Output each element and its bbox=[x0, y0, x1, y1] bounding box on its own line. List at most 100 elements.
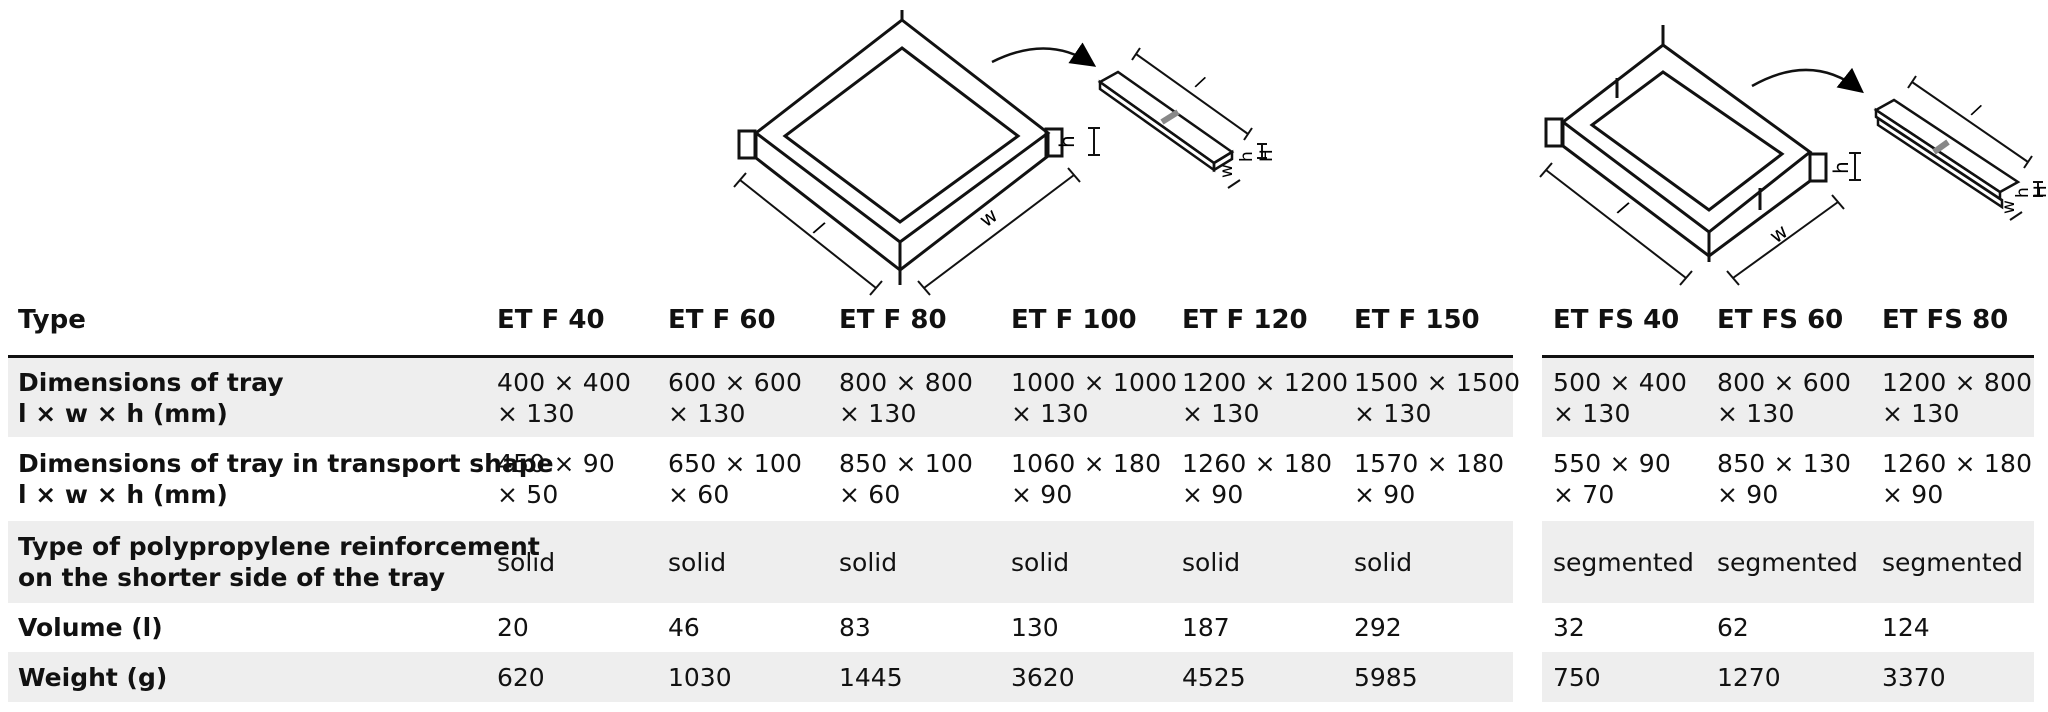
row-label-line: Dimensions of tray in transport shape bbox=[18, 449, 554, 478]
row-label-line: on the shorter side of the tray bbox=[18, 563, 446, 592]
row-label-line: l × w × h (mm) bbox=[18, 399, 228, 428]
tray-drawings: l w h l w h H bbox=[733, 10, 2048, 296]
row-band-reinforcement-fs bbox=[1542, 521, 2034, 603]
cell-line: × 50 bbox=[497, 480, 559, 509]
table-cell: 850 × 100× 60 bbox=[839, 448, 973, 510]
table-cell: 800 × 800× 130 bbox=[839, 367, 973, 429]
cell-line: × 60 bbox=[839, 480, 901, 509]
cell-line: 600 × 600 bbox=[668, 368, 803, 397]
table-cell: 850 × 130× 90 bbox=[1717, 448, 1851, 510]
cell-line: × 90 bbox=[1011, 480, 1073, 509]
cell-line: 1200 × 1200 bbox=[1182, 368, 1349, 397]
row-band-dimensions bbox=[8, 358, 1513, 437]
row-label-reinforcement: Type of polypropylene reinforcement on t… bbox=[18, 531, 540, 593]
header-model: ET F 60 bbox=[668, 305, 776, 335]
table-cell: 500 × 400× 130 bbox=[1553, 367, 1687, 429]
table-cell: 1000 × 1000× 130 bbox=[1011, 367, 1177, 429]
cell-line: × 130 bbox=[1553, 399, 1631, 428]
table-cell: 1500 × 1500× 130 bbox=[1354, 367, 1520, 429]
cell-line: 1060 × 180 bbox=[1011, 449, 1162, 478]
cell-line: 1260 × 180 bbox=[1882, 449, 2033, 478]
segmented-transform-arrow bbox=[1751, 67, 1864, 94]
table-cell: 4525 bbox=[1182, 663, 1246, 692]
segmented-tray-height-label: h bbox=[1829, 161, 1853, 174]
flat-tray-transport-drawing bbox=[1097, 47, 1267, 189]
table-cell: 620 bbox=[497, 663, 545, 692]
header-model: ET FS 40 bbox=[1553, 305, 1680, 335]
table-cell: 5985 bbox=[1354, 663, 1418, 692]
header-model: ET F 40 bbox=[497, 305, 605, 335]
cell-line: × 130 bbox=[1011, 399, 1089, 428]
table-cell: 187 bbox=[1182, 613, 1230, 642]
cell-line: 800 × 600 bbox=[1717, 368, 1852, 397]
segmented-transport-height2-label: H bbox=[2031, 185, 2048, 198]
cell-line: × 130 bbox=[839, 399, 917, 428]
table-cell: 1060 × 180× 90 bbox=[1011, 448, 1161, 510]
table-cell: 600 × 600× 130 bbox=[668, 367, 802, 429]
table-cell: 1200 × 1200× 130 bbox=[1182, 367, 1348, 429]
table-cell: 46 bbox=[668, 613, 700, 642]
cell-line: 1200 × 800 bbox=[1882, 368, 2033, 397]
segmented-tray-transport-drawing bbox=[1873, 75, 2043, 221]
cell-line: 450 × 90 bbox=[497, 449, 615, 478]
flat-tray-drawing bbox=[733, 10, 1100, 296]
header-rule-left bbox=[8, 355, 1513, 358]
cell-line: × 130 bbox=[1182, 399, 1260, 428]
table-cell: 83 bbox=[839, 613, 871, 642]
segmented-tray-drawing bbox=[1539, 25, 1861, 286]
table-cell: 20 bbox=[497, 613, 529, 642]
table-cell: segmented bbox=[1553, 548, 1694, 577]
table-cell: 292 bbox=[1354, 613, 1402, 642]
table-cell: 3370 bbox=[1882, 663, 1946, 692]
cell-line: × 130 bbox=[668, 399, 746, 428]
flat-transport-height2-label: H bbox=[1257, 149, 1277, 162]
row-label-line: Type of polypropylene reinforcement bbox=[18, 532, 540, 561]
cell-line: × 130 bbox=[1882, 399, 1960, 428]
header-model: ET FS 60 bbox=[1717, 305, 1844, 335]
cell-line: 1260 × 180 bbox=[1182, 449, 1333, 478]
segmented-tray-width-label: w bbox=[1765, 219, 1792, 248]
cell-line: 1570 × 180 bbox=[1354, 449, 1505, 478]
row-band-dimensions-fs bbox=[1542, 358, 2034, 437]
header-model: ET F 100 bbox=[1011, 305, 1137, 335]
table-cell: 1030 bbox=[668, 663, 732, 692]
segmented-transport-length-label: l bbox=[1967, 101, 1983, 121]
header-model: ET F 80 bbox=[839, 305, 947, 335]
cell-line: × 60 bbox=[668, 480, 730, 509]
header-model: ET FS 80 bbox=[1882, 305, 2009, 335]
table-cell: 400 × 400× 130 bbox=[497, 367, 631, 429]
cell-line: × 90 bbox=[1882, 480, 1944, 509]
flat-transform-arrow bbox=[991, 42, 1097, 67]
cell-line: 550 × 90 bbox=[1553, 449, 1671, 478]
cell-line: × 70 bbox=[1553, 480, 1615, 509]
flat-transport-height-label: h bbox=[1237, 151, 1257, 162]
table-cell: 1200 × 800× 130 bbox=[1882, 367, 2032, 429]
table-cell: 1260 × 180× 90 bbox=[1182, 448, 1332, 510]
cell-line: 650 × 100 bbox=[668, 449, 803, 478]
row-label-dimensions: Dimensions of tray l × w × h (mm) bbox=[18, 367, 284, 429]
table-cell: solid bbox=[1354, 548, 1413, 577]
table-cell: 1570 × 180× 90 bbox=[1354, 448, 1504, 510]
row-band-weight-fs bbox=[1542, 652, 2034, 702]
flat-tray-length-label: l bbox=[809, 217, 829, 240]
table-cell: solid bbox=[1011, 548, 1070, 577]
table-cell: solid bbox=[497, 548, 556, 577]
segmented-tray-length-label: l bbox=[1613, 197, 1633, 220]
cell-line: × 90 bbox=[1182, 480, 1244, 509]
table-cell: 750 bbox=[1553, 663, 1601, 692]
header-model: ET F 120 bbox=[1182, 305, 1308, 335]
flat-transport-length-label: l bbox=[1191, 73, 1207, 93]
header-type: Type bbox=[18, 305, 86, 335]
cell-line: × 130 bbox=[497, 399, 575, 428]
cell-line: 400 × 400 bbox=[497, 368, 632, 397]
table-cell: 32 bbox=[1553, 613, 1585, 642]
row-label-volume: Volume (l) bbox=[18, 613, 163, 642]
table-cell: solid bbox=[1182, 548, 1241, 577]
cell-line: 500 × 400 bbox=[1553, 368, 1688, 397]
table-cell: 1260 × 180× 90 bbox=[1882, 448, 2032, 510]
row-label-line: l × w × h (mm) bbox=[18, 480, 228, 509]
table-cell: 650 × 100× 60 bbox=[668, 448, 802, 510]
row-label-weight: Weight (g) bbox=[18, 663, 168, 692]
flat-transport-width-label: w bbox=[1217, 164, 1237, 178]
cell-line: × 130 bbox=[1354, 399, 1432, 428]
